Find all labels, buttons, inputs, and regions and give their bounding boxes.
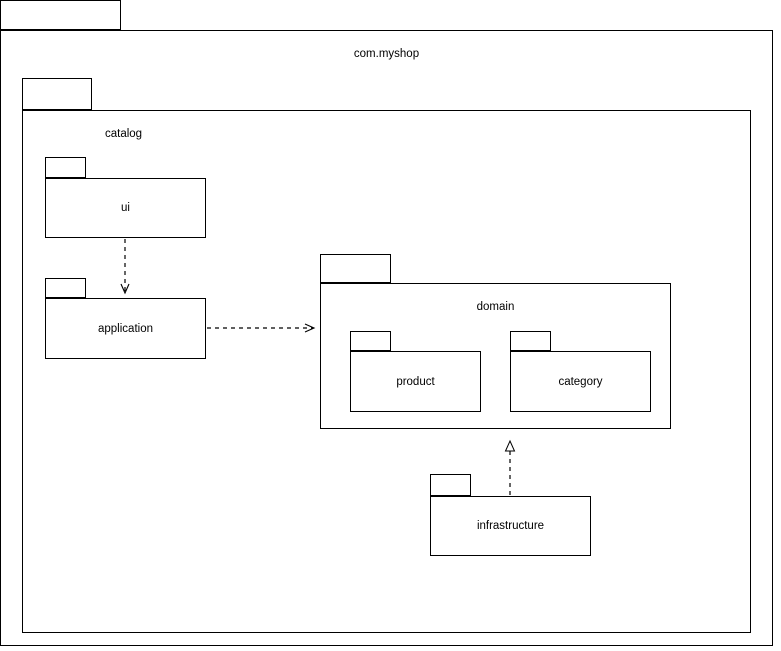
package-body-application: application [45, 298, 206, 359]
package-body-ui: ui [45, 178, 206, 238]
package-tab-infrastructure [430, 474, 471, 496]
package-tab-catalog [22, 78, 92, 110]
package-label-catalog: catalog [105, 128, 143, 140]
package-tab-ui [45, 157, 86, 178]
package-label-application: application [98, 322, 153, 335]
package-tab-category [510, 331, 551, 351]
package-body-product: product [350, 351, 481, 412]
package-label-infrastructure: infrastructure [476, 520, 545, 532]
package-tab-domain [320, 254, 391, 283]
package-tab-application [45, 278, 86, 298]
package-tab-product [350, 331, 391, 351]
package-body-infrastructure: infrastructure [430, 496, 591, 556]
package-tab-com-myshop [0, 0, 121, 30]
package-label-category: category [558, 375, 603, 388]
package-body-category: category [510, 351, 651, 412]
package-label-product: product [396, 375, 435, 388]
package-label-ui: ui [121, 202, 130, 214]
package-label-com-myshop: com.myshop [353, 48, 420, 60]
package-label-domain: domain [476, 301, 515, 313]
